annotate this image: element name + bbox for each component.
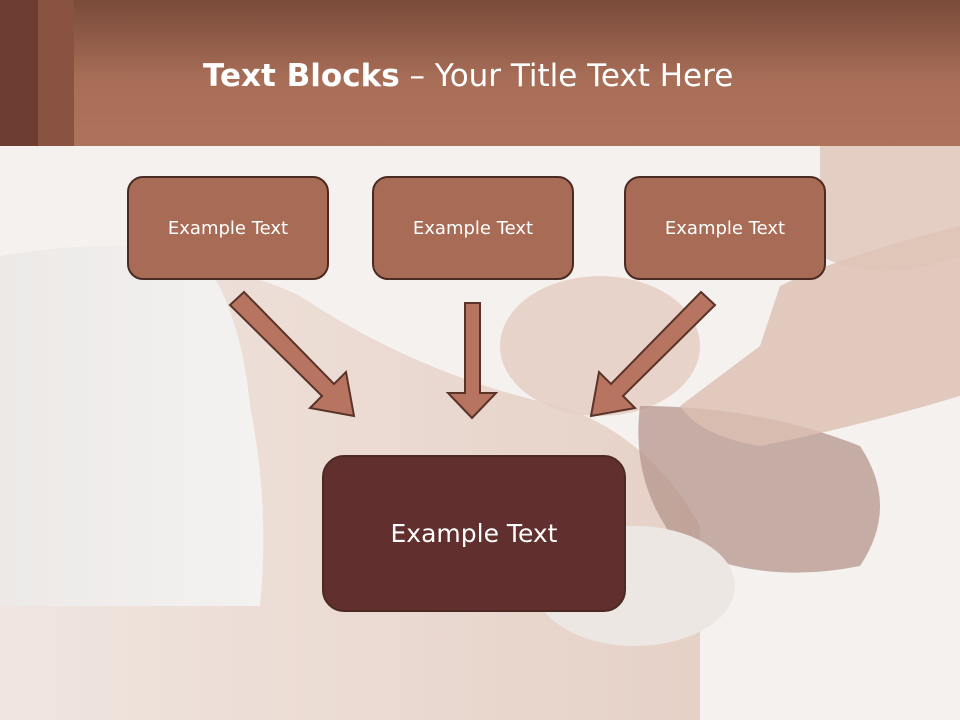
- title-bar: Text Blocks – Your Title Text Here: [0, 0, 960, 146]
- arrow-left-icon: [228, 290, 356, 418]
- text-block-main: Example Text: [322, 455, 626, 612]
- header-accent-strip: [0, 0, 38, 146]
- text-block-center: Example Text: [372, 176, 574, 280]
- title-separator: –: [399, 58, 435, 94]
- text-block-right: Example Text: [624, 176, 826, 280]
- arrow-right-icon: [589, 290, 717, 418]
- slide-title: Text Blocks – Your Title Text Here: [203, 56, 733, 100]
- title-bold-part: Text Blocks: [203, 58, 400, 94]
- title-rest: Your Title Text Here: [434, 58, 734, 94]
- header-accent-strip: [38, 0, 74, 146]
- text-block-left: Example Text: [127, 176, 329, 280]
- arrow-center-icon: [445, 302, 499, 420]
